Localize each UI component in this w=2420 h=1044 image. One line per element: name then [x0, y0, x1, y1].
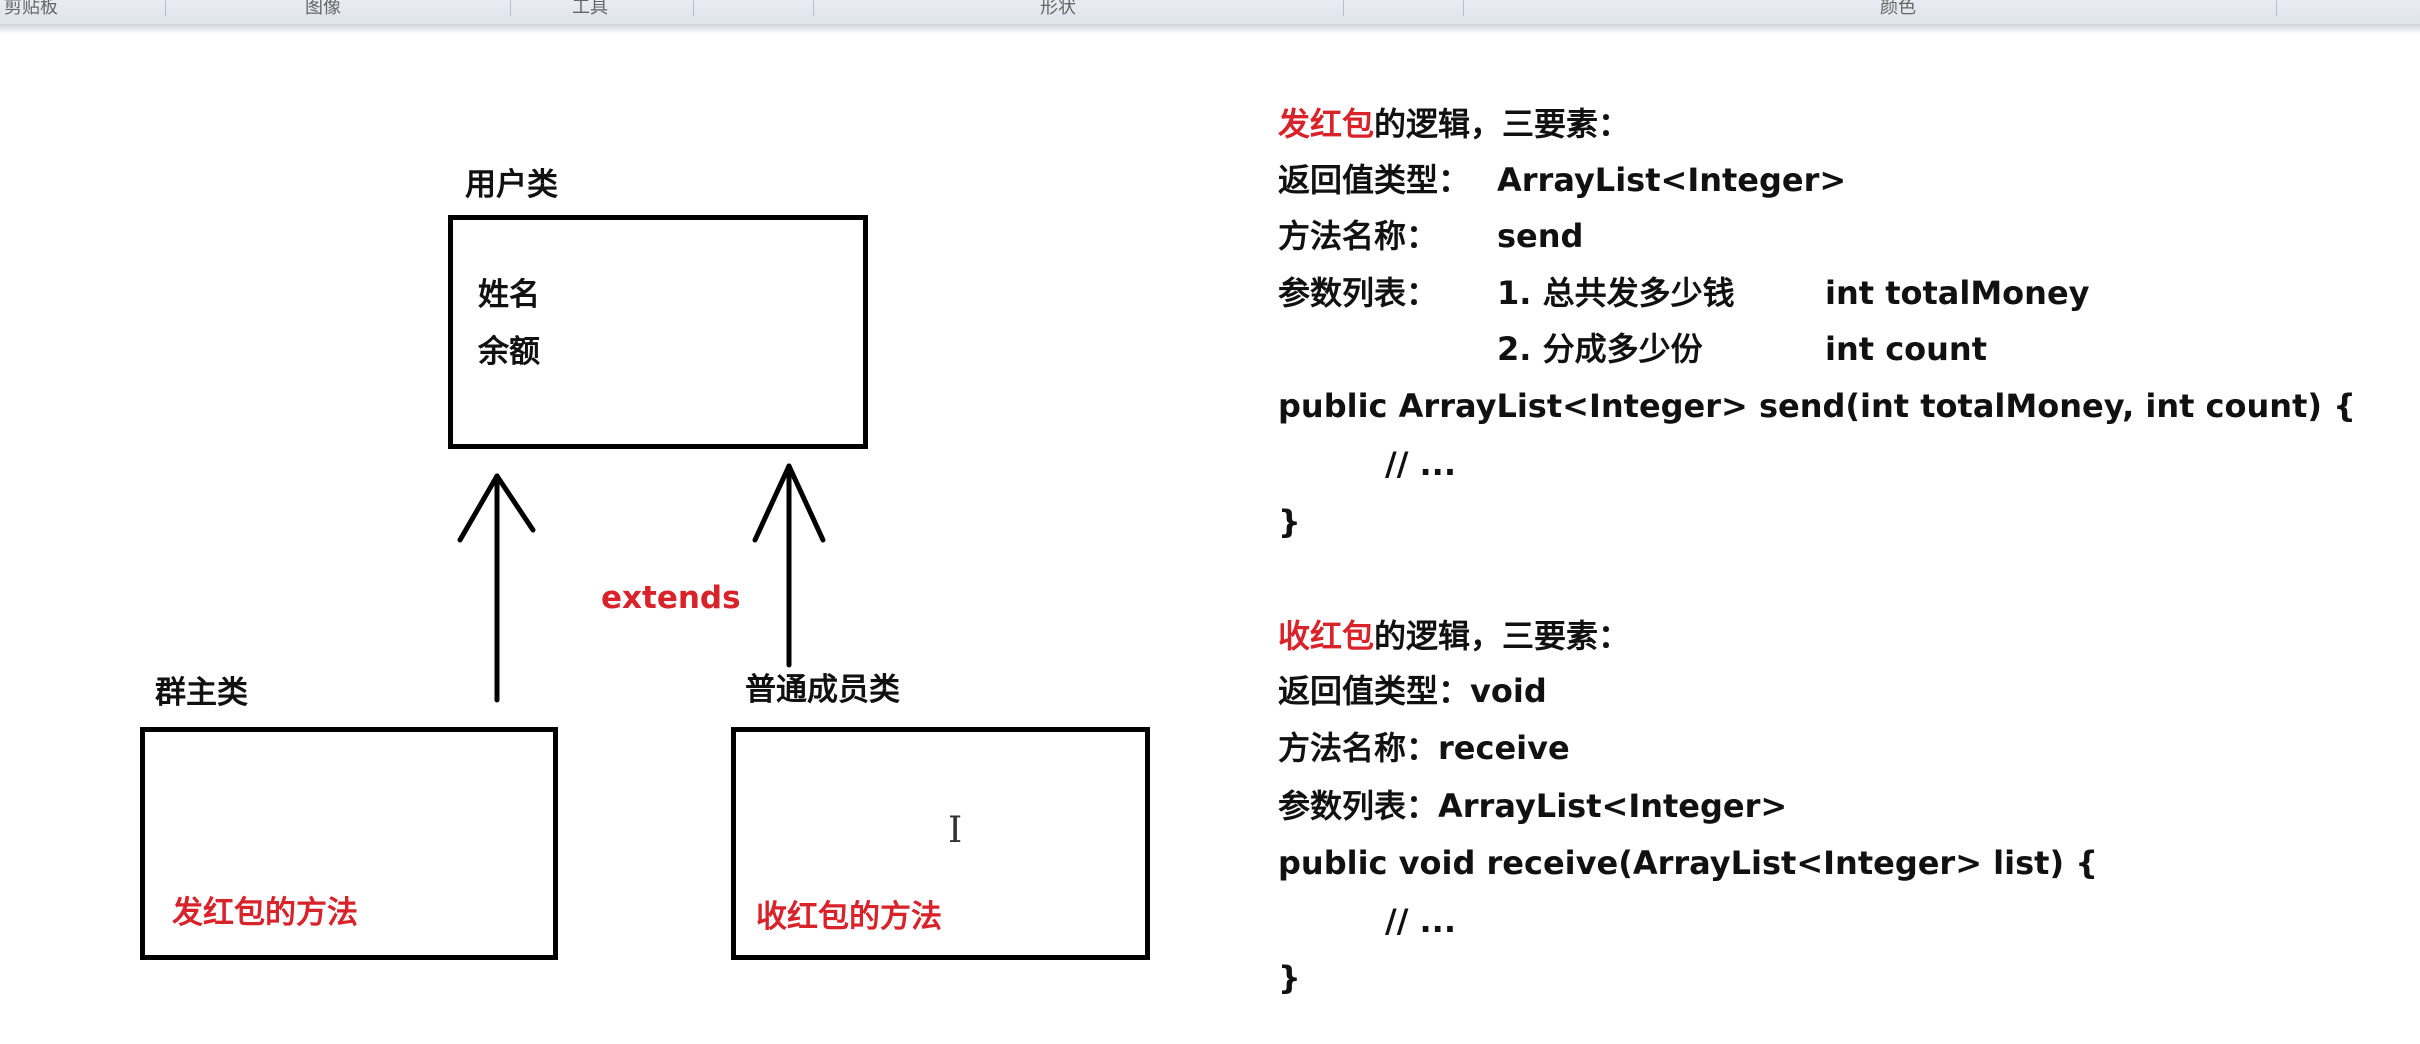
send-heading: 发红包的逻辑，三要素：: [1278, 108, 1630, 140]
send-heading-rest: 的逻辑，三要素：: [1374, 105, 1631, 143]
group-owner-class-title: 群主类: [155, 675, 248, 711]
send-method-label: 发红包的方法: [172, 895, 358, 931]
ribbon-group-image[interactable]: 图像: [305, 0, 341, 18]
receive-heading-rest: 的逻辑，三要素：: [1374, 617, 1631, 655]
ribbon-group-colors[interactable]: 颜色: [1880, 0, 1916, 18]
ribbon-group-shapes[interactable]: 形状: [1040, 0, 1076, 18]
member-class-box: 收红包的方法: [731, 727, 1150, 960]
ribbon-divider: [2276, 0, 2277, 16]
ribbon-divider: [693, 0, 694, 16]
receive-method-label: 收红包的方法: [756, 899, 942, 935]
send-return-label: 返回值类型：: [1278, 161, 1471, 199]
receive-body: // ...: [1385, 902, 1456, 940]
receive-return-line: 返回值类型：void: [1278, 672, 1547, 710]
group-owner-class-box: 发红包的方法: [140, 727, 558, 960]
send-param2: 2. 分成多少份: [1497, 330, 1703, 368]
send-param1: 1. 总共发多少钱: [1497, 274, 1735, 312]
field-name: 姓名: [478, 277, 540, 313]
receive-close-brace: }: [1278, 959, 1301, 997]
parent-class-title: 用户类: [465, 167, 558, 203]
send-close-brace: }: [1278, 503, 1301, 541]
send-name-label: 方法名称：: [1278, 217, 1439, 255]
ribbon-group-tools[interactable]: 工具: [572, 0, 608, 18]
ribbon-divider: [510, 0, 511, 16]
send-heading-red: 发红包: [1278, 105, 1375, 143]
text-cursor-icon: I: [948, 810, 963, 851]
send-param1-type: int totalMoney: [1825, 274, 2090, 312]
arrow-right-head: [752, 463, 826, 543]
ribbon-divider: [1463, 0, 1464, 16]
extends-label: extends: [601, 580, 741, 616]
send-return-value: ArrayList<Integer>: [1497, 161, 1847, 199]
arrow-left-head: [457, 473, 536, 543]
send-name-value: send: [1497, 217, 1584, 255]
member-class-title: 普通成员类: [745, 672, 900, 708]
ribbon-divider: [165, 0, 166, 16]
send-body: // ...: [1385, 445, 1456, 483]
receive-heading-red: 收红包: [1278, 617, 1375, 655]
ribbon-divider: [813, 0, 814, 16]
receive-signature: public void receive(ArrayList<Integer> l…: [1278, 844, 2098, 882]
receive-heading: 收红包的逻辑，三要素：: [1278, 620, 1630, 652]
field-balance: 余额: [478, 334, 540, 370]
ribbon-shadow: [0, 24, 2420, 34]
receive-name-line: 方法名称：receive: [1278, 729, 1570, 767]
ribbon-divider: [1343, 0, 1344, 16]
send-signature: public ArrayList<Integer> send(int total…: [1278, 387, 2356, 425]
send-param2-type: int count: [1825, 330, 1987, 368]
send-params-label: 参数列表：: [1278, 274, 1439, 312]
ribbon-group-clipboard[interactable]: 剪贴板: [4, 0, 58, 18]
parent-class-box: 姓名 余额: [448, 215, 868, 449]
receive-params-line: 参数列表：ArrayList<Integer>: [1278, 787, 1788, 825]
